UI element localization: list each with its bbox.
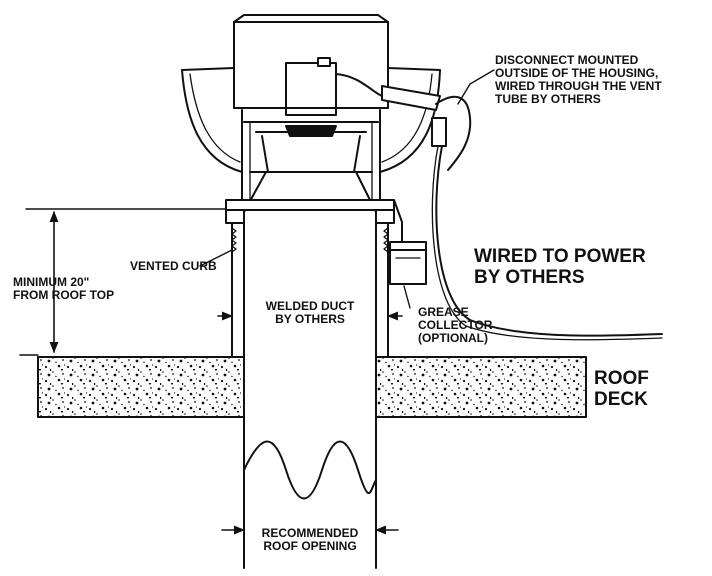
roof-opening-label: RECOMMENDED ROOF OPENING (261, 526, 359, 553)
disconnect-label: DISCONNECT MOUNTED OUTSIDE OF THE HOUSIN… (495, 53, 662, 106)
minimum-height-label: MINIMUM 20" FROM ROOF TOP (13, 275, 115, 302)
vented-curb-label: VENTED CURB (130, 259, 217, 273)
welded-duct (243, 211, 377, 569)
roof-deck (19, 354, 587, 418)
welded-duct-label: WELDED DUCT BY OTHERS (265, 299, 355, 326)
wired-to-power-label: WIRED TO POWER BY OTHERS (474, 246, 646, 288)
roof-deck-label: ROOF DECK (594, 368, 649, 410)
upblast-exhaust-fan (181, 14, 441, 213)
grease-collector-icon (389, 199, 427, 285)
vented-curb (225, 206, 395, 358)
grease-collector-label: GREASE COLLECTOR (OPTIONAL) (418, 305, 493, 345)
disconnect-switch-icon (431, 95, 663, 341)
minimum-height-dimension (25, 208, 227, 354)
leader-lines (199, 69, 495, 309)
